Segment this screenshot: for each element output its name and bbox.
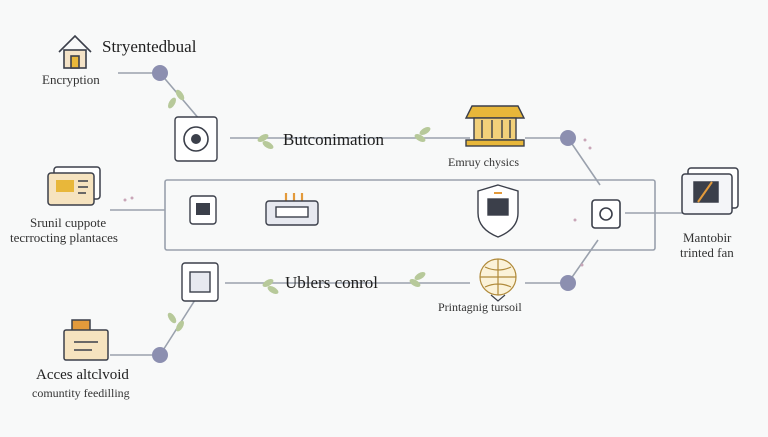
bottom-left-caption: comuntity feedilling <box>32 386 130 400</box>
top-left-caption: Encryption <box>42 72 100 87</box>
center-top-title: Butconimation <box>283 130 385 149</box>
hub-mid-left <box>189 195 217 225</box>
chip-icon <box>681 167 739 215</box>
document-stack-icon <box>47 166 101 206</box>
center-bottom-title: Ublers conrol <box>285 273 379 292</box>
globe-icon <box>479 258 517 302</box>
central-frame <box>164 179 656 251</box>
bottom-left-title: Acces altclvoid <box>36 367 129 383</box>
pillar-icon <box>464 105 526 147</box>
node-top-left <box>152 65 168 81</box>
leaf-decorations <box>167 89 431 332</box>
connector-bottom-right <box>525 239 599 284</box>
router-icon <box>265 193 319 226</box>
device-icon <box>591 199 621 229</box>
hub-bottom-left <box>181 262 219 302</box>
house-icon <box>58 34 92 69</box>
dot-decorations <box>123 138 592 267</box>
node-top-right <box>560 130 576 146</box>
center-bottom-caption: Printagnig tursoil <box>438 300 522 314</box>
node-bottom-right <box>560 275 576 291</box>
right-mid-line1: Mantobir <box>683 230 732 245</box>
left-mid-line1: Srunil cuppote <box>30 215 107 230</box>
hub-top-left <box>174 116 218 162</box>
folder-icon <box>63 319 109 361</box>
top-left-title: Stryentedbual <box>102 37 197 56</box>
shield-icon <box>477 184 519 238</box>
center-top-caption: Emruy chysics <box>448 155 519 169</box>
right-mid-line2: trinted fan <box>680 245 734 260</box>
connector-top-right <box>525 137 601 186</box>
left-mid-line2: tecrrocting plantaces <box>10 230 118 245</box>
node-bottom-left <box>152 347 168 363</box>
